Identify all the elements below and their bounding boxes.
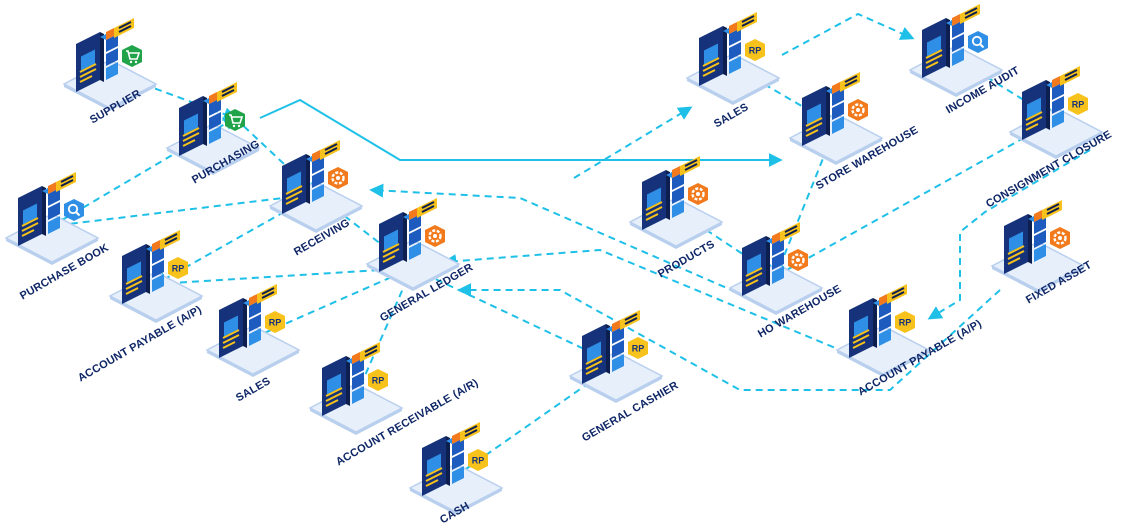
purchase-book-module-icon[interactable] [4,168,100,265]
connection-purchasing-to-receiving [234,117,319,196]
svg-text:RP: RP [749,46,762,56]
magnifier-icon [908,4,1004,97]
rp-coin-icon: RP [835,284,931,377]
income-audit-module-icon[interactable] [908,0,1004,97]
svg-text:RP: RP [472,456,485,466]
rp-coin-icon: RP [205,284,301,377]
magnifier-icon [4,172,100,265]
receiving-module-icon[interactable] [268,136,364,233]
rp-coin-icon: RP [685,12,781,105]
connection-fixed-asset-to-general-ledger [457,283,1001,391]
svg-text:RP: RP [899,318,912,328]
cart-icon [62,18,158,111]
purchasing-module-icon[interactable] [165,78,261,175]
consignment-closure-module-icon[interactable]: RP [1008,62,1104,159]
account-receivable-module-icon[interactable]: RP [308,338,404,435]
general-ledger-module-icon[interactable] [365,194,461,291]
gear-icon [268,140,364,233]
fixed-asset-module-icon[interactable] [990,196,1086,293]
cart-icon [165,82,261,175]
products-module-icon[interactable] [628,152,724,249]
cash-module-icon[interactable]: RP [408,418,504,515]
account-payable-left-module-icon[interactable]: RP [108,226,204,323]
connection-ho-warehouse-to-receiving [369,183,737,293]
store-warehouse-module-icon[interactable] [788,68,884,165]
connection-account-payable-left-to-general-ledger [155,261,415,285]
connection-products-to-sales-right [573,106,693,179]
connection-consignment-closure-to-account-payable-right [927,149,1091,320]
gear-icon [628,156,724,249]
ho-warehouse-module-icon[interactable] [728,218,824,315]
rp-coin-icon: RP [1008,66,1104,159]
supplier-module-icon[interactable] [62,14,158,111]
svg-text:RP: RP [1072,100,1085,110]
gear-icon [788,72,884,165]
svg-text:RP: RP [632,344,645,354]
connection-account-payable-right-to-general-ledger [442,248,846,353]
gear-icon [728,222,824,315]
sales-right-module-icon[interactable]: RP [685,8,781,105]
gear-icon [365,198,461,291]
connection-consignment-closure-to-ho-warehouse [773,119,1057,278]
connection-receiving-to-purchase-book [49,193,317,232]
gear-icon [990,200,1086,293]
rp-coin-icon: RP [108,230,204,323]
general-cashier-module-icon[interactable]: RP [568,306,664,403]
svg-text:RP: RP [269,318,282,328]
rp-coin-icon: RP [308,342,404,435]
account-payable-right-module-icon[interactable]: RP [835,280,931,377]
rp-coin-icon: RP [568,310,664,403]
sales-left-module-icon[interactable]: RP [205,280,301,377]
connection-purchasing-to-store-warehouse [259,98,783,167]
connection-sales-right-to-income-audit [781,12,915,56]
svg-text:RP: RP [172,264,185,274]
rp-coin-icon: RP [408,422,504,515]
svg-text:RP: RP [372,376,385,386]
